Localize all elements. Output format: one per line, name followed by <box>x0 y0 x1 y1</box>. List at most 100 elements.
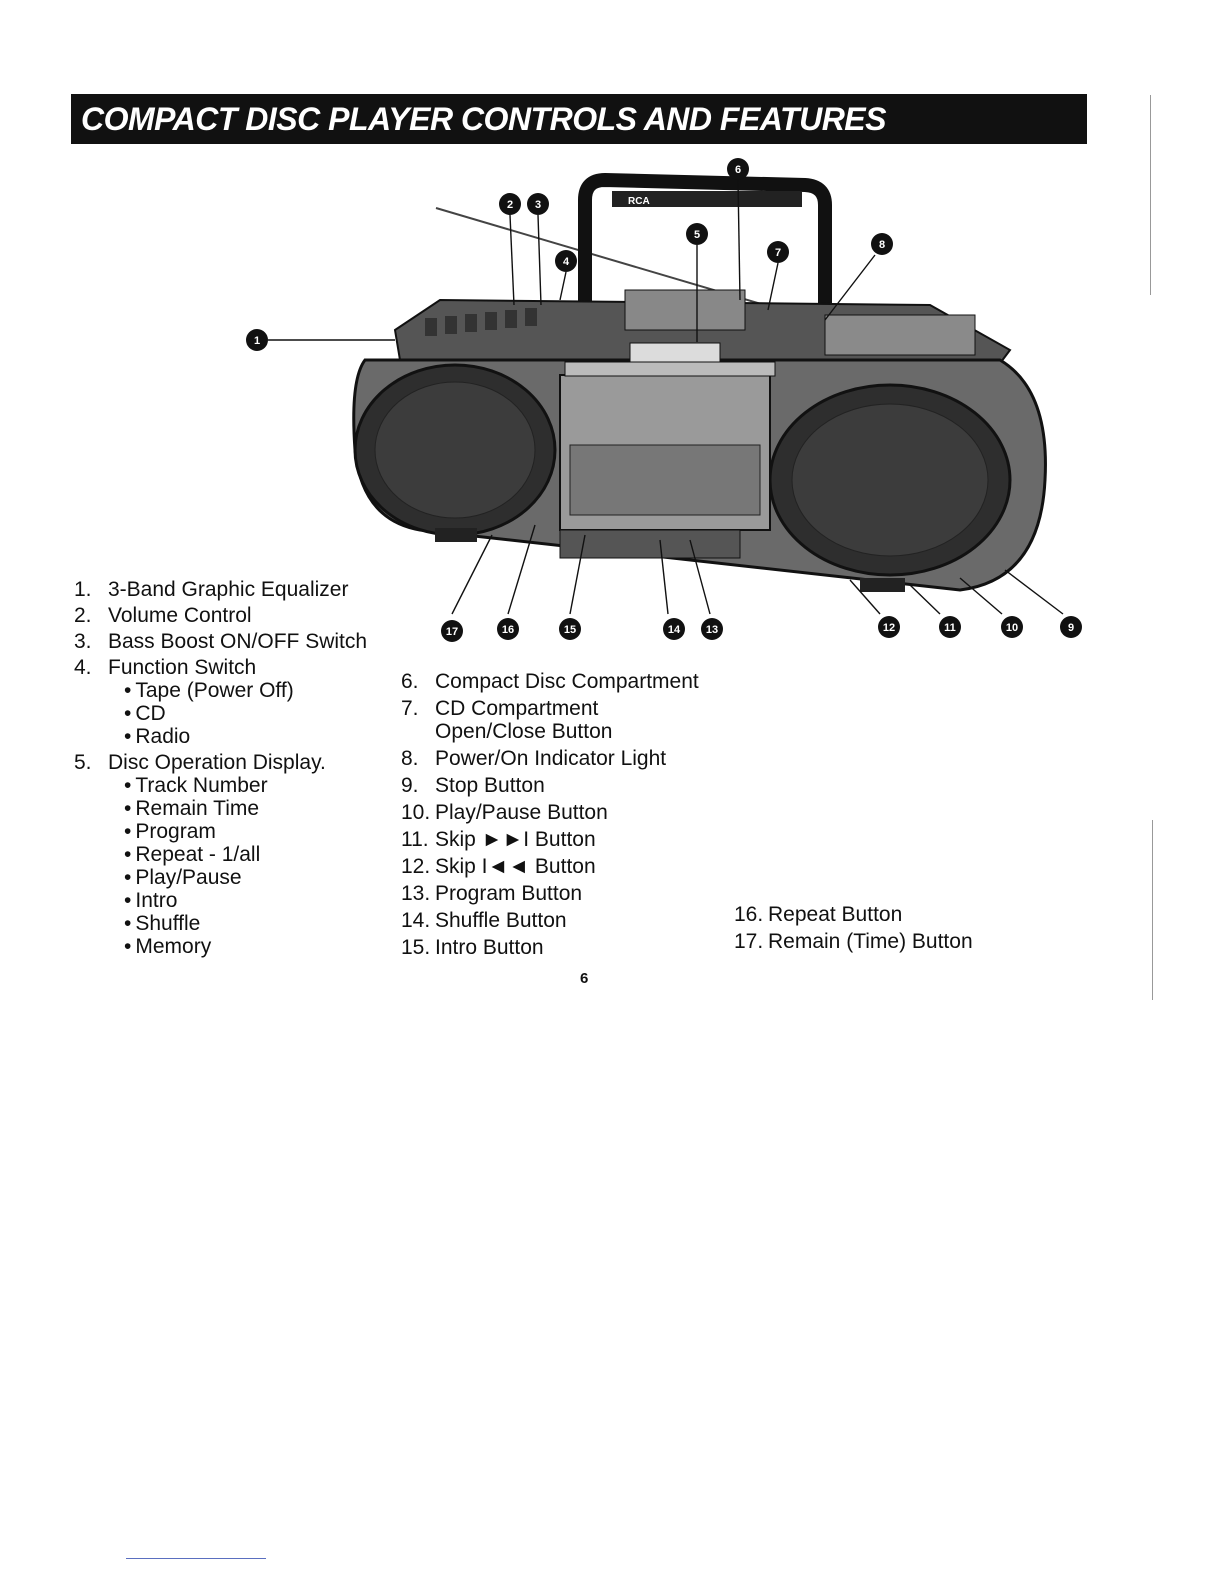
callout-label: 2 <box>507 199 513 211</box>
callout-15: 15 <box>559 618 581 640</box>
margin-rule <box>1152 820 1153 1000</box>
display-indicator: Track Number <box>74 774 367 797</box>
feature-label: Repeat Button <box>768 903 902 926</box>
feature-number: 5. <box>74 751 92 774</box>
function-option: Radio <box>74 725 367 748</box>
feature-item: 5. Disc Operation Display. <box>74 751 367 774</box>
display-indicator: Memory <box>74 935 367 958</box>
cd-compartment <box>625 290 745 330</box>
feature-number: 13. <box>401 882 430 905</box>
feature-number: 3. <box>74 630 92 653</box>
disc-display <box>630 343 720 363</box>
callout-label: 3 <box>535 199 541 211</box>
callout-14: 14 <box>663 618 685 640</box>
callout-label: 8 <box>879 239 885 251</box>
feature-label: Shuffle Button <box>435 909 567 932</box>
function-option: CD <box>74 702 367 725</box>
feature-list-left: 1. 3-Band Graphic Equalizer 2. Volume Cont… <box>74 578 367 958</box>
feature-number: 11. <box>401 828 429 851</box>
display-indicator: Intro <box>74 889 367 912</box>
feature-label-continued: Open/Close Button <box>401 720 699 743</box>
callout-6: 6 <box>727 158 749 180</box>
feature-label: Skip ►►I Button <box>435 828 596 851</box>
callout-label: 11 <box>944 622 956 634</box>
display-indicator: Shuffle <box>74 912 367 935</box>
callout-8: 8 <box>871 233 893 255</box>
callout-5: 5 <box>686 223 708 245</box>
feature-label: Skip I◄◄ Button <box>435 855 596 878</box>
feature-item: 16.Repeat Button <box>734 903 973 926</box>
feature-item: 1. 3-Band Graphic Equalizer <box>74 578 367 601</box>
display-indicator: Remain Time <box>74 797 367 820</box>
feature-label: Play/Pause Button <box>435 801 608 824</box>
feature-item: 2. Volume Control <box>74 604 367 627</box>
callout-label: 17 <box>446 626 458 638</box>
feature-item: 9. Stop Button <box>401 774 699 797</box>
callout-label: 14 <box>668 624 681 636</box>
display-indicator: Repeat - 1/all <box>74 843 367 866</box>
feature-label: Program Button <box>435 882 582 905</box>
callout-label: 6 <box>735 164 741 176</box>
feature-number: 15. <box>401 936 430 959</box>
callout-label: 7 <box>775 247 781 259</box>
callout-label: 13 <box>706 624 718 636</box>
feature-label: Function Switch <box>108 656 256 679</box>
feature-label: CD Compartment <box>435 697 598 720</box>
callout-7: 7 <box>767 241 789 263</box>
feature-item: 12.Skip I◄◄ Button <box>401 855 699 878</box>
feature-item: 3.Bass Boost ON/OFF Switch <box>74 630 367 653</box>
callout-9: 9 <box>1060 616 1082 638</box>
feature-item: 14.Shuffle Button <box>401 909 699 932</box>
feature-number: 10. <box>401 801 430 824</box>
feature-item: 13.Program Button <box>401 882 699 905</box>
feature-list-right: 16.Repeat Button 17.Remain (Time) Button <box>734 903 973 953</box>
callout-label: 15 <box>564 624 576 636</box>
page-number: 6 <box>580 970 588 987</box>
feature-label: Disc Operation Display. <box>108 751 326 774</box>
feature-label: 3-Band Graphic Equalizer <box>108 578 348 601</box>
feature-number: 2. <box>74 604 92 627</box>
feature-label: Volume Control <box>108 604 252 627</box>
callout-10: 10 <box>1001 616 1023 638</box>
display-indicator: Play/Pause <box>74 866 367 889</box>
feature-item: 10.Play/Pause Button <box>401 801 699 824</box>
callout-1: 1 <box>246 329 268 351</box>
feature-label: Remain (Time) Button <box>768 930 973 953</box>
tape-button-row <box>560 530 740 558</box>
feature-item: 15.Intro Button <box>401 936 699 959</box>
callout-label: 16 <box>502 624 514 636</box>
brand-logo: RCA <box>628 196 650 207</box>
feature-number: 16. <box>734 903 763 926</box>
feature-label: Stop Button <box>435 774 545 797</box>
feature-item: 8. Power/On Indicator Light <box>401 747 699 770</box>
feature-number: 17. <box>734 930 763 953</box>
feature-item: 6.Compact Disc Compartment <box>401 670 699 693</box>
callout-11: 11 <box>939 616 961 638</box>
boombox-illustration: RCA 1 <box>0 0 1224 660</box>
callout-13: 13 <box>701 618 723 640</box>
feature-item: 7. CD Compartment <box>401 697 699 720</box>
feature-label: Power/On Indicator Light <box>435 747 666 770</box>
feature-label: Compact Disc Compartment <box>435 670 699 693</box>
callout-16: 16 <box>497 618 519 640</box>
cassette-door <box>570 445 760 515</box>
feature-number: 8. <box>401 747 419 770</box>
callout-12: 12 <box>878 616 900 638</box>
feature-item: 17.Remain (Time) Button <box>734 930 973 953</box>
callout-3: 3 <box>527 193 549 215</box>
callout-label: 5 <box>694 229 700 241</box>
callout-4: 4 <box>555 250 577 272</box>
cd-button-row <box>565 362 775 376</box>
callout-label: 1 <box>254 335 260 347</box>
feature-item: 4. Function Switch <box>74 656 367 679</box>
feature-number: 7. <box>401 697 419 720</box>
display-indicator: Program <box>74 820 367 843</box>
feature-number: 4. <box>74 656 92 679</box>
feature-number: 12. <box>401 855 430 878</box>
feature-number: 14. <box>401 909 430 932</box>
callout-label: 10 <box>1006 622 1018 634</box>
callout-label: 4 <box>563 256 570 268</box>
feature-number: 1. <box>74 578 92 601</box>
feature-number: 9. <box>401 774 419 797</box>
feature-list-middle: 6.Compact Disc Compartment 7. CD Compartm… <box>401 670 699 959</box>
